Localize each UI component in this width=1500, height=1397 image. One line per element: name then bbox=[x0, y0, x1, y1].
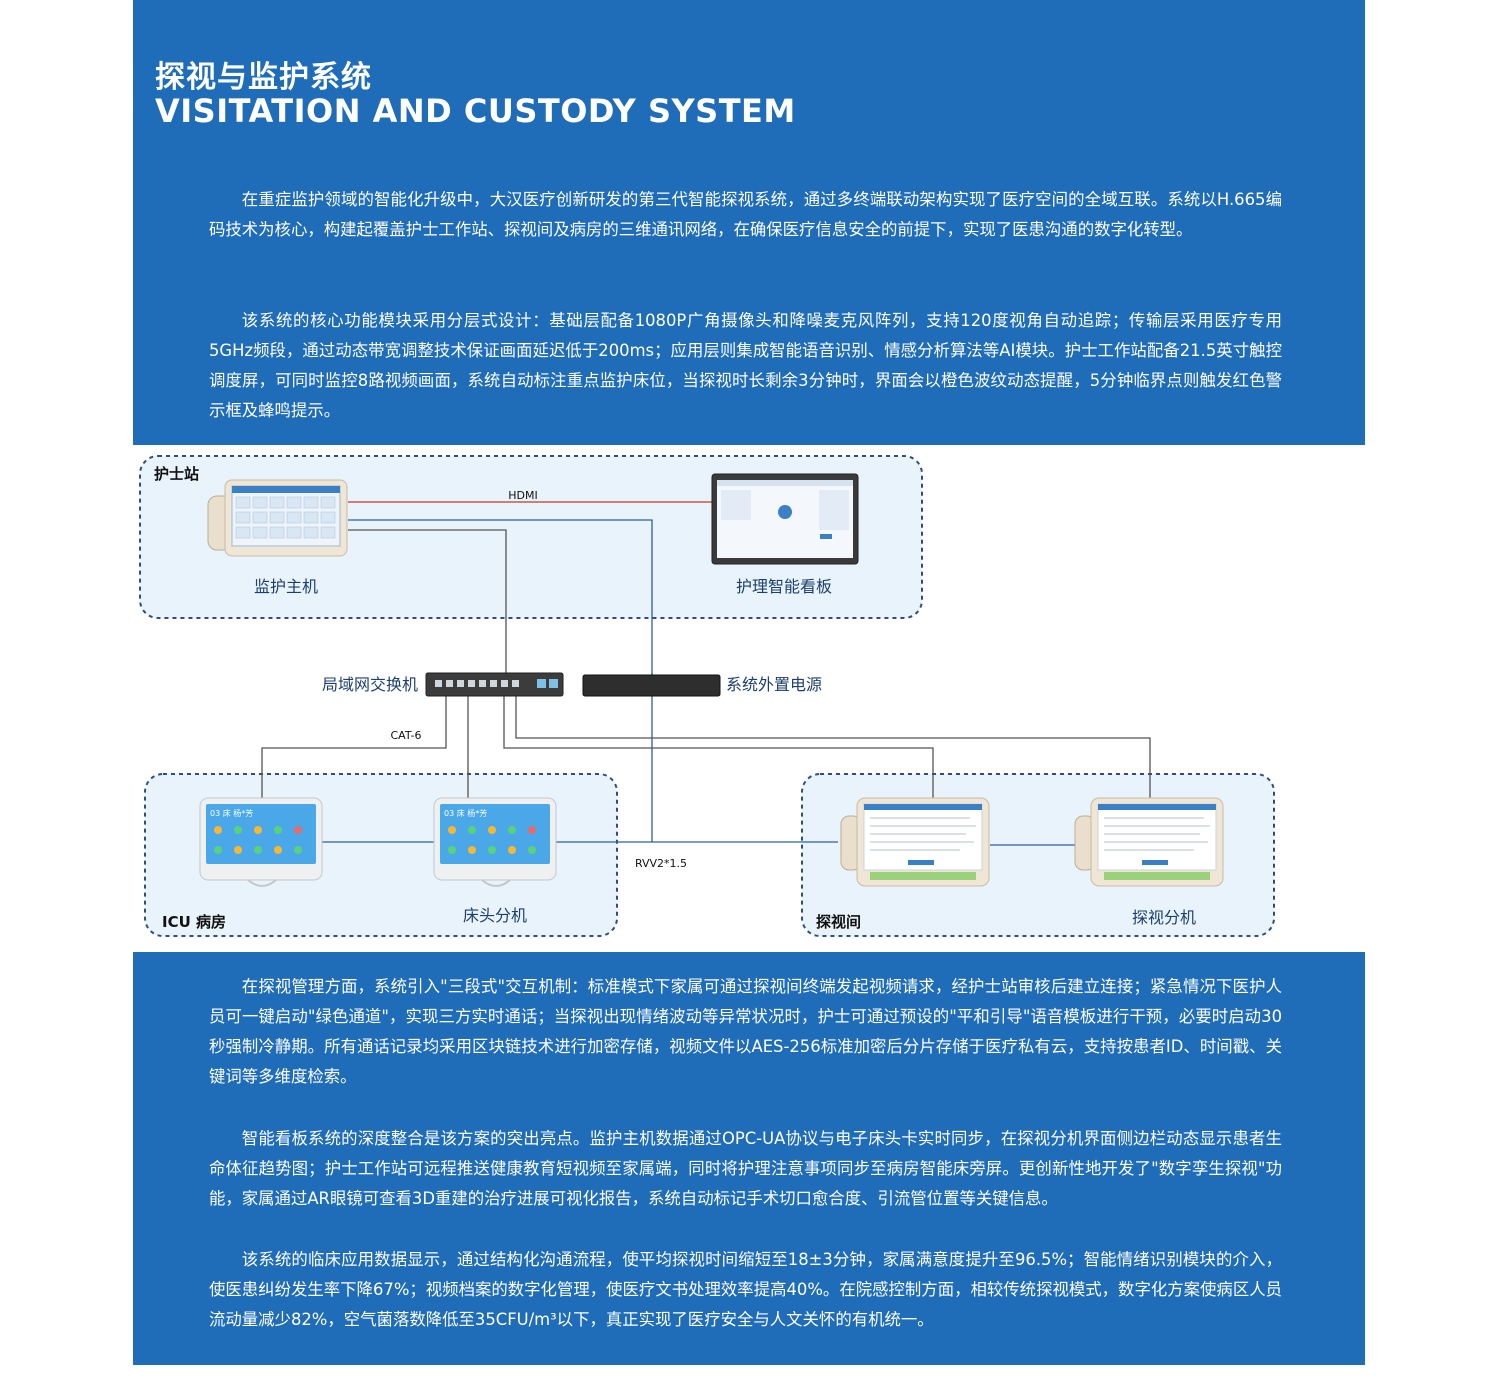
label-bedside-unit: 床头分机 bbox=[463, 906, 527, 925]
visit-screen bbox=[863, 803, 983, 871]
power-supply-device bbox=[582, 674, 721, 697]
led-strip bbox=[1104, 872, 1210, 880]
monitor-host-device bbox=[207, 479, 348, 557]
cable-lines bbox=[261, 501, 1151, 846]
label-smart-board: 护理智能看板 bbox=[736, 577, 832, 596]
stand-icon bbox=[481, 879, 511, 887]
data-cable-visit2 bbox=[515, 696, 1151, 798]
bedside-unit-1: 03 床 杨*芳 bbox=[199, 797, 323, 887]
bed-panel-text: 03 床 杨*芳 bbox=[210, 808, 253, 818]
app-icons bbox=[448, 826, 536, 854]
visit-screen bbox=[1097, 803, 1217, 871]
intro-paragraph-1: 在重症监护领域的智能化升级中，大汉医疗创新研发的第三代智能探视系统，通过多终端联… bbox=[209, 190, 1282, 239]
app-icons bbox=[214, 826, 302, 854]
zone-label-nurse-station: 护士站 bbox=[154, 465, 199, 483]
psu-body bbox=[582, 674, 721, 697]
bedside-screen bbox=[206, 804, 316, 864]
cable-label-cat6: CAT-6 bbox=[390, 729, 421, 742]
label-monitor-host: 监护主机 bbox=[254, 577, 318, 596]
label-lan-switch: 局域网交换机 bbox=[322, 675, 418, 694]
visit-unit-2 bbox=[1074, 797, 1224, 887]
intro-paragraph-2: 该系统的核心功能模块采用分层式设计：基础层配备1080P广角摄像头和降噪麦克风阵… bbox=[209, 311, 1282, 420]
label-visit-unit: 探视分机 bbox=[1132, 908, 1196, 927]
cat6-cable-bed1 bbox=[261, 696, 447, 798]
zone-label-icu-ward: ICU 病房 bbox=[162, 913, 226, 931]
visit-unit-1 bbox=[840, 797, 990, 887]
power-cable-host bbox=[348, 519, 653, 842]
stand-icon bbox=[247, 879, 277, 887]
detail-paragraph-3: 该系统的临床应用数据显示，通过结构化沟通流程，使平均探视时间缩短至18±3分钟，… bbox=[209, 1250, 1282, 1329]
data-cable-host bbox=[348, 529, 507, 677]
bedside-unit-2: 03 床 杨*芳 bbox=[433, 797, 557, 887]
bottom-blue-panel bbox=[133, 952, 1365, 1365]
page-title-cn: 探视与监护系统 bbox=[155, 60, 372, 95]
bed-panel-text: 03 床 杨*芳 bbox=[444, 808, 487, 818]
bedside-screen bbox=[440, 804, 550, 864]
led-strip bbox=[870, 872, 976, 880]
lan-switch-device bbox=[425, 672, 564, 697]
data-cable-visit1 bbox=[503, 696, 934, 798]
page-title-en: VISITATION AND CUSTODY SYSTEM bbox=[155, 92, 796, 130]
smart-board-device bbox=[711, 473, 859, 565]
host-screen-bar bbox=[232, 486, 340, 493]
label-power-supply: 系统外置电源 bbox=[726, 675, 822, 694]
detail-paragraph-2: 智能看板系统的深度整合是该方案的突出亮点。监护主机数据通过OPC-UA协议与电子… bbox=[209, 1129, 1282, 1208]
cable-label-hdmi: HDMI bbox=[508, 489, 537, 502]
detail-paragraph-1: 在探视管理方面，系统引入"三段式"交互机制：标准模式下家属可通过探视间终端发起视… bbox=[209, 977, 1282, 1086]
top-blue-panel bbox=[133, 0, 1365, 445]
zone-label-visit-room: 探视间 bbox=[816, 913, 861, 931]
cable-label-rvv: RVV2*1.5 bbox=[635, 857, 687, 870]
board-logo-icon bbox=[778, 505, 792, 519]
